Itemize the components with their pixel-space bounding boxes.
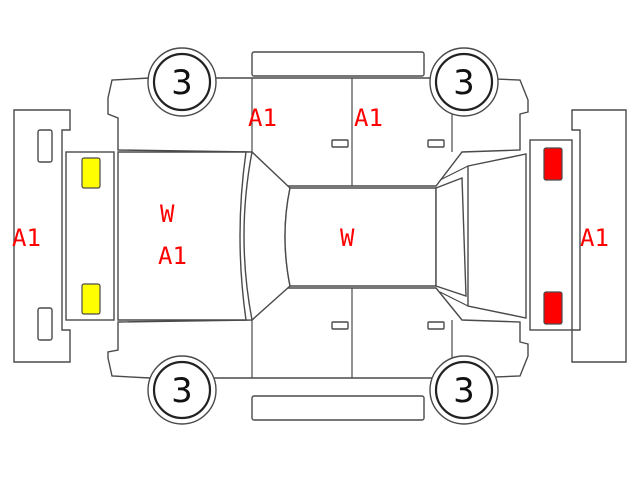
headlight-left bbox=[81, 157, 101, 189]
hood-code-line2: A1 bbox=[158, 242, 187, 270]
taillight-right bbox=[543, 291, 563, 325]
front-bumper-code: A1 bbox=[12, 224, 41, 252]
wheel-rear-right-number: 3 bbox=[453, 371, 475, 411]
wheel-rear-left-number: 3 bbox=[453, 63, 475, 103]
hood-code-line1: W bbox=[160, 200, 175, 228]
wheel-front-right-number: 3 bbox=[171, 371, 193, 411]
rear-window[interactable] bbox=[435, 176, 467, 297]
wheel-front-left-number: 3 bbox=[171, 63, 193, 103]
wheel-rear-left[interactable]: 3 bbox=[429, 47, 499, 117]
wheel-front-right[interactable]: 3 bbox=[147, 355, 217, 425]
front-bumper[interactable] bbox=[13, 109, 71, 363]
left-side-body[interactable] bbox=[107, 77, 529, 187]
roof-code: W bbox=[340, 224, 355, 252]
trunk[interactable] bbox=[467, 153, 527, 319]
right-rocker-panel[interactable] bbox=[251, 395, 425, 421]
hood[interactable] bbox=[117, 151, 247, 321]
wheel-front-left[interactable]: 3 bbox=[147, 47, 217, 117]
wheel-rear-right[interactable]: 3 bbox=[429, 355, 499, 425]
rear-bumper-code: A1 bbox=[580, 224, 609, 252]
taillight-left bbox=[543, 147, 563, 181]
headlight-right bbox=[81, 283, 101, 315]
roof[interactable] bbox=[284, 187, 437, 287]
right-side-body[interactable] bbox=[107, 287, 529, 379]
left-rear-door-code: A1 bbox=[354, 104, 383, 132]
left-rocker-panel[interactable] bbox=[251, 51, 425, 77]
left-front-door-code: A1 bbox=[248, 104, 277, 132]
